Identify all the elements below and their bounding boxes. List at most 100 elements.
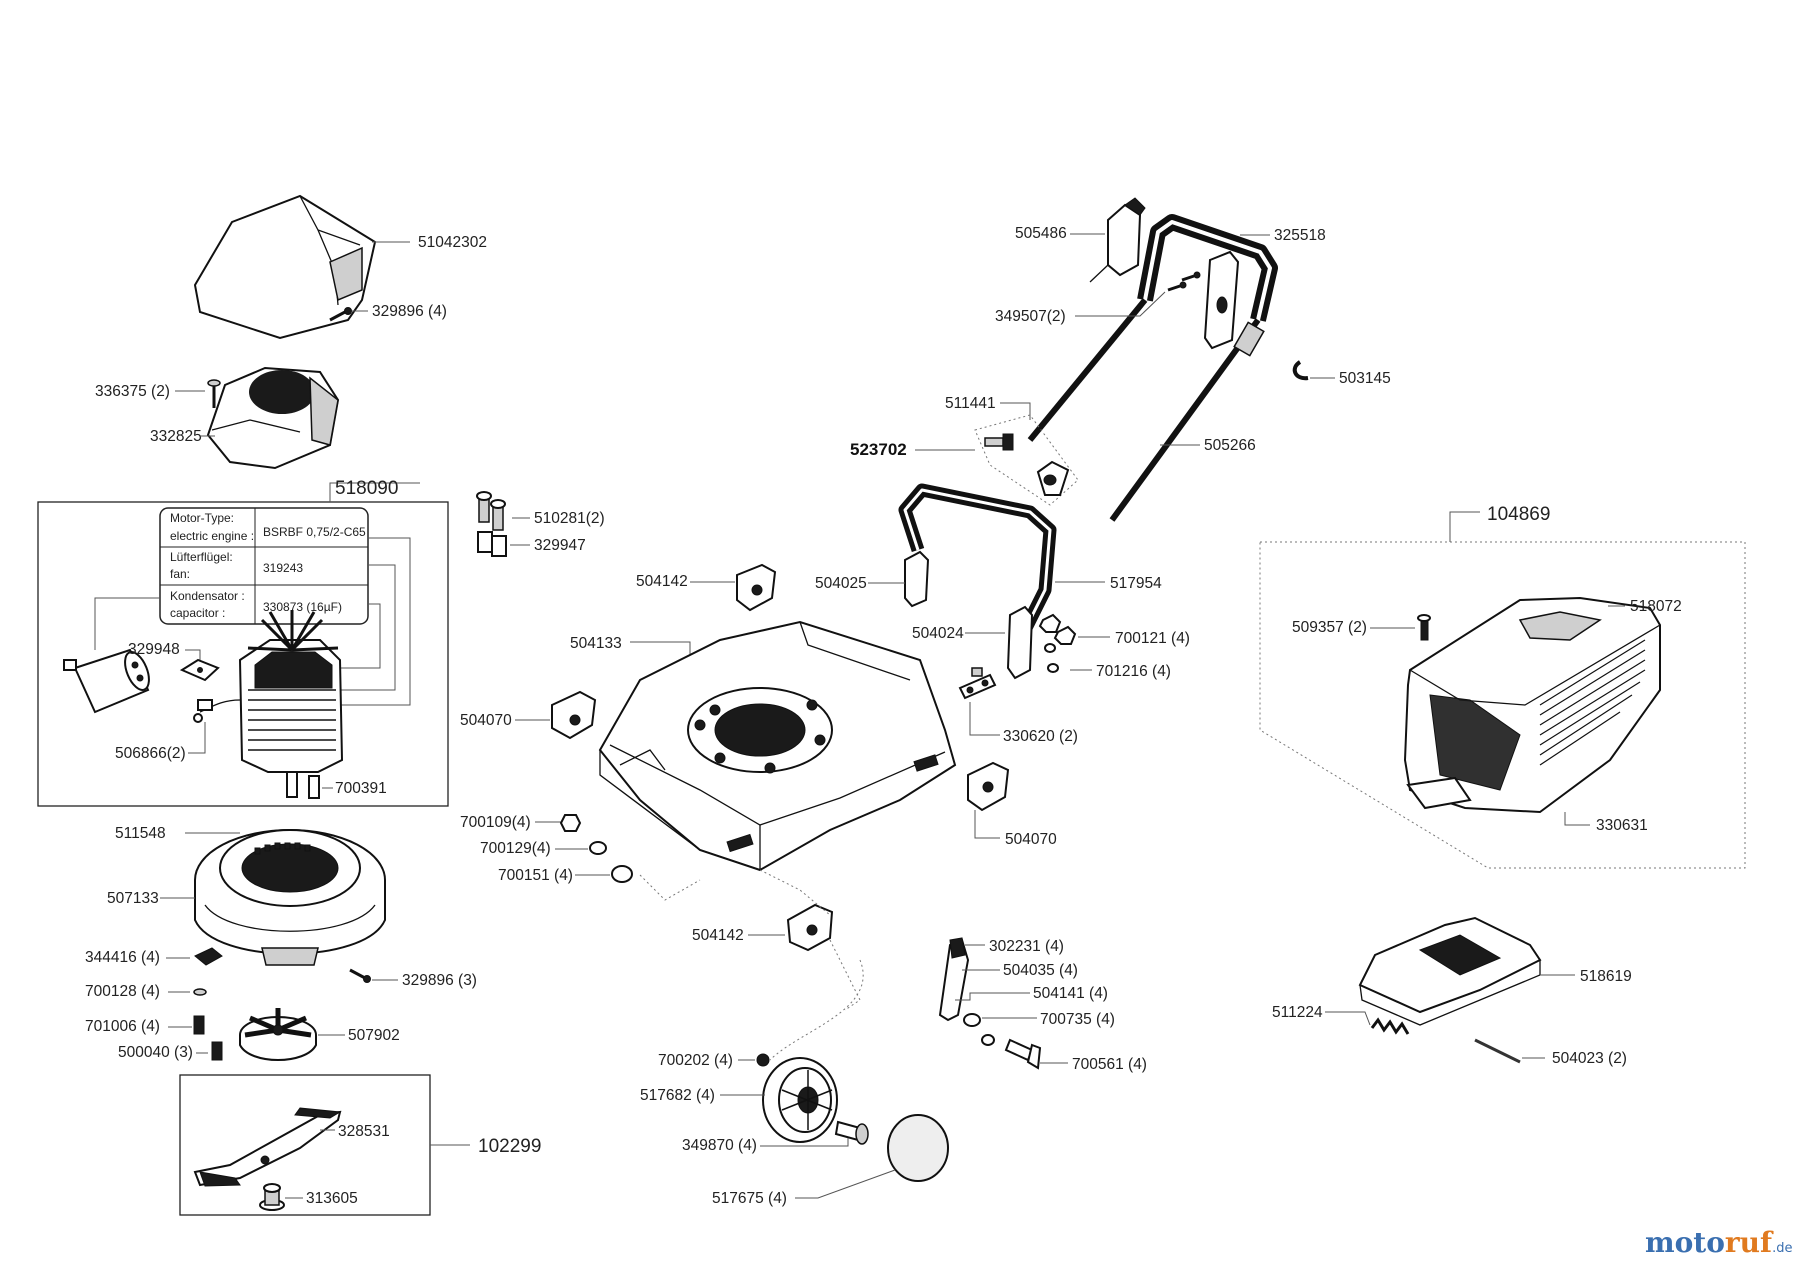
label-511548: 511548 [115,825,166,842]
table-motor-type-label: Motor-Type: [170,511,234,525]
table-fan-label-de: Lüfterflügel: [170,550,233,564]
label-507902: 507902 [348,1027,400,1044]
bolt-part [211,1041,223,1061]
label-701216-4: 701216 (4) [1096,663,1171,680]
hinge-bracket-part [551,690,597,740]
label-336375-2: 336375 (2) [95,383,170,400]
watermark-part2: ruf [1725,1226,1774,1259]
label-506866-2: 506866(2) [115,745,186,762]
label-700129-4: 700129(4) [480,840,551,857]
label-500040-3: 500040 (3) [118,1044,193,1061]
fan-part [239,1008,317,1061]
washer-part [1044,643,1059,673]
label-325518: 325518 [1274,227,1326,244]
nut-part [1038,613,1077,645]
label-344416-4: 344416 (4) [85,949,160,966]
washer-part [193,988,207,996]
label-517675-4: 517675 (4) [712,1190,787,1207]
fan-housing-part [206,366,340,470]
label-505486: 505486 [1015,225,1067,242]
label-507133: 507133 [107,890,159,907]
table-capacitor-label-de: Kondensator : [170,589,245,603]
label-517682-4: 517682 (4) [640,1087,715,1104]
label-332825: 332825 [150,428,202,445]
label-51042302: 51042302 [418,234,487,251]
label-104869: 104869 [1487,504,1550,525]
label-504035-4: 504035 (4) [1003,962,1078,979]
label-700128-4: 700128 (4) [85,983,160,1000]
label-328531: 328531 [338,1123,390,1140]
capacitor-part [63,648,150,714]
watermark-part1: moto [1645,1226,1725,1259]
label-504142-lower: 504142 [692,927,744,944]
axle-bolt-part [834,1120,869,1145]
label-523702: 523702 [850,440,907,459]
wheel-part [762,1057,838,1143]
hinge-bracket-part [736,563,777,612]
screw-part [349,968,371,983]
label-700391: 700391 [335,780,387,797]
motor-cover-part [193,194,377,340]
label-504141-4: 504141 (4) [1033,985,1108,1002]
label-504024: 504024 [912,625,964,642]
label-518090: 518090 [335,478,398,499]
label-504025: 504025 [815,575,867,592]
washer-part [589,841,607,855]
label-700735-4: 700735 (4) [1040,1011,1115,1028]
clamp-part [194,947,223,966]
motor-part [199,610,344,798]
washer-part [981,1034,995,1046]
bolt-part [958,667,997,700]
label-505266: 505266 [1204,437,1256,454]
hinge-bracket-part [786,903,834,952]
bolt-part [193,1015,205,1035]
height-bolt-part [1004,1038,1042,1070]
washer-part [611,865,633,883]
key-part [308,775,320,799]
spring-part [1370,1017,1410,1035]
table-motor-type-value: BSRBF 0,75/2-C65 [263,525,366,539]
label-511224: 511224 [1272,1004,1323,1021]
watermark-part3: .de [1772,1241,1792,1256]
label-511441: 511441 [945,395,996,412]
label-503145: 503145 [1339,370,1391,387]
label-700151-4: 700151 (4) [498,867,573,884]
lower-handle-part [898,483,1057,680]
label-329896-4: 329896 (4) [372,303,447,320]
watermark-logo: motoruf.de [1645,1226,1792,1259]
label-329948: 329948 [128,641,180,658]
table-capacitor-label-en: capacitor : [170,606,225,620]
table-fan-label-en: fan: [170,567,190,581]
label-504142-top: 504142 [636,573,688,590]
label-330620-2: 330620 (2) [1003,728,1078,745]
label-518072: 518072 [1630,598,1682,615]
spacer-part [477,531,507,557]
pin-part [1474,1038,1521,1064]
screw-part [1417,614,1431,641]
nut-part [559,814,582,832]
grass-catcher-part [1403,596,1661,814]
cable-clip-part [1089,197,1146,283]
label-701006-4: 701006 (4) [85,1018,160,1035]
table-electric-engine-label: electric engine : [170,529,254,543]
upper-handle-part [1027,214,1278,522]
handle-bolt-part [984,433,1014,451]
motor-spec-table: Motor-Type: electric engine : BSRBF 0,75… [159,507,369,625]
label-504133: 504133 [570,635,622,652]
label-313605: 313605 [306,1190,358,1207]
label-349507-2: 349507(2) [995,308,1066,325]
label-349870-4: 349870 (4) [682,1137,757,1154]
motor-assembly-box [37,501,449,807]
label-510281-2: 510281(2) [534,510,605,527]
table-fan-value: 319243 [263,561,303,575]
screw-part [329,307,352,322]
screw-part [476,491,506,531]
washer-part [963,1013,981,1027]
discharge-flap-part [1358,916,1542,1026]
screw-part [1167,271,1201,292]
label-504023-2: 504023 (2) [1552,1050,1627,1067]
mower-deck-part [598,620,957,872]
label-102299: 102299 [478,1136,541,1157]
label-504070-left: 504070 [460,712,512,729]
